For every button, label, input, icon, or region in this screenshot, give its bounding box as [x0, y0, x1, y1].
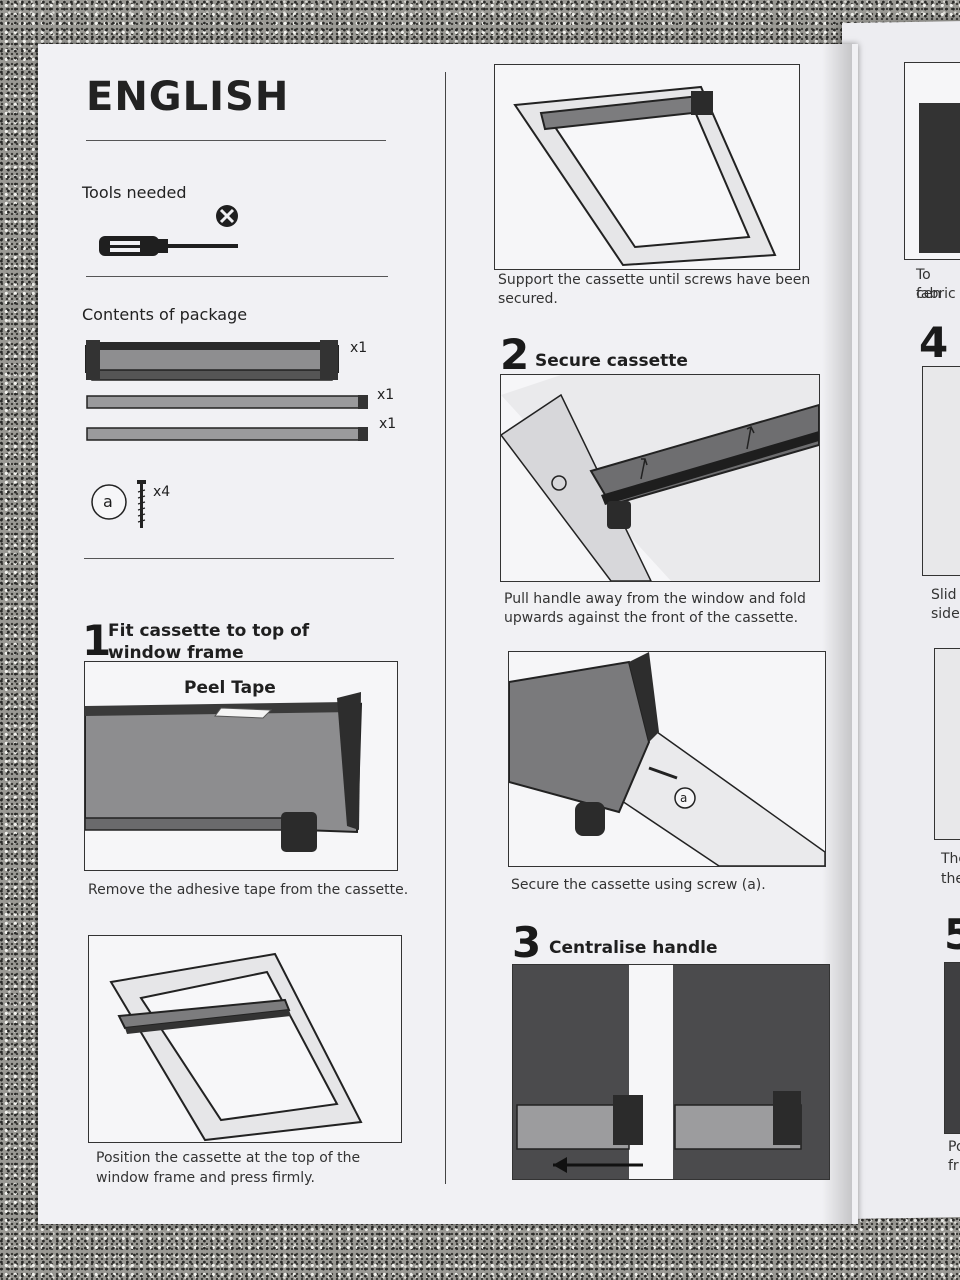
step-2-number: 2 [500, 330, 530, 379]
right-illustration-1 [904, 62, 960, 260]
step-3-number: 3 [512, 918, 542, 967]
screw-qty: x4 [153, 484, 171, 500]
right-text-2b: side [931, 606, 960, 622]
right-text-3b: the [941, 871, 960, 887]
step-3-illustration-centralise [512, 964, 830, 1180]
right-text-4b: fr [948, 1158, 959, 1174]
side-rail-qty-1: x1 [377, 387, 395, 403]
step-2-illustration-handle [500, 374, 820, 582]
step-1-caption-c: Support the cassette until screws have b… [498, 272, 811, 307]
screw-letter-circle [91, 484, 127, 520]
right-text-1a: To cen [916, 267, 942, 302]
right-step-5-number: 5 [944, 910, 960, 959]
step-2-title: Secure cassette [535, 351, 688, 371]
screw-callout-letter: a [680, 791, 688, 805]
step-2-caption-a: Pull handle away from the window and fol… [504, 591, 806, 626]
cassette-part-icon [85, 340, 339, 381]
step-2-illustration-screw [508, 651, 826, 867]
step-1-caption-a: Remove the adhesive tape from the casset… [88, 882, 409, 898]
right-text-2a: Slid [931, 587, 957, 603]
divider-top [86, 140, 386, 141]
side-rail-part-icon-2 [86, 427, 368, 441]
screw-icon [137, 480, 146, 528]
cassette-qty: x1 [350, 340, 368, 356]
step-1-title: Fit cassette to top of window frame [108, 621, 310, 663]
step-1-illustration-position [88, 935, 402, 1143]
right-illustration-3 [934, 648, 960, 840]
screwdriver-icon [99, 205, 238, 256]
tools-label: Tools needed [82, 183, 187, 202]
side-rail-qty-2: x1 [379, 416, 397, 432]
column-divider [445, 72, 446, 1184]
right-text-3a: The [941, 851, 960, 867]
step-3-title: Centralise handle [549, 938, 718, 958]
step-1-illustration-support [494, 64, 800, 270]
step-1-caption-b: Position the cassette at the top of the … [96, 1150, 361, 1186]
right-text-1b: fabric [916, 286, 956, 302]
peel-tape-label: Peel Tape [184, 678, 276, 698]
contents-label: Contents of package [82, 305, 248, 324]
step-1-number: 1 [82, 616, 112, 665]
step-2-caption-b: Secure the cassette using screw (a). [511, 877, 766, 893]
screw-letter: a [103, 492, 113, 511]
right-text-4a: Po [948, 1139, 960, 1155]
divider-tools [86, 276, 388, 277]
right-step-4-number: 4 [919, 318, 949, 367]
language-heading: ENGLISH [86, 74, 290, 120]
right-illustration-2 [922, 366, 960, 576]
right-illustration-4 [944, 962, 960, 1134]
side-rail-part-icon [86, 395, 368, 409]
step-1-illustration-peel [84, 661, 398, 871]
divider-contents [84, 558, 394, 559]
